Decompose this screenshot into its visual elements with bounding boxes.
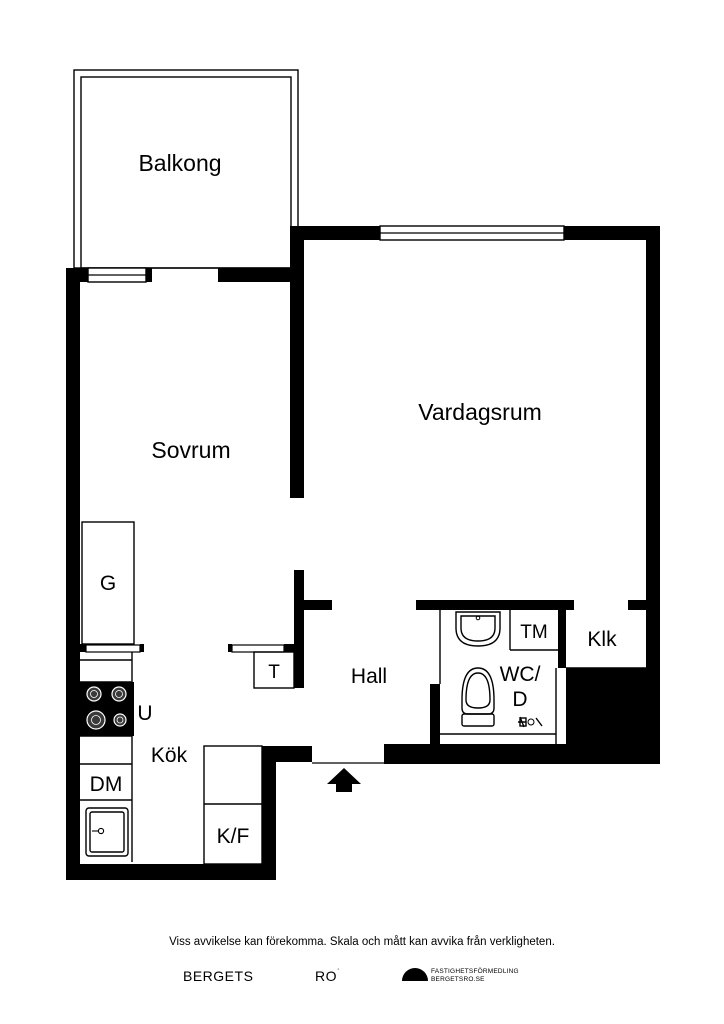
kitchen-counters	[80, 652, 263, 865]
label-closet: Klk	[587, 628, 617, 651]
half-circle-logo-icon	[402, 968, 428, 981]
logo-text-line2: BERGETSRO.SE	[431, 976, 485, 983]
label-wc-line2: D	[512, 688, 527, 711]
wardrobe-box	[81, 521, 135, 645]
label-dishwasher: DM	[90, 773, 123, 796]
label-wardrobe: G	[100, 572, 116, 595]
brand-right-main: RO	[315, 968, 337, 984]
label-wc-line1: WC/	[500, 663, 541, 686]
balcony-outline	[73, 69, 299, 269]
windows	[85, 225, 565, 653]
logo-text-line1: FASTIGHETSFÖRMEDLING	[431, 968, 519, 975]
outer-walls	[66, 226, 660, 880]
label-drying: T	[268, 662, 280, 683]
stove	[80, 682, 134, 736]
disclaimer-text: Viss avvikelse kan förekomma. Skala och …	[169, 936, 555, 948]
label-stove: U	[137, 702, 152, 725]
label-bedroom: Sovrum	[151, 437, 230, 463]
interior-walls	[80, 570, 646, 754]
label-hall: Hall	[351, 665, 387, 688]
drying-cabinet-box	[253, 651, 295, 689]
brand-left-text: BERGETS	[183, 968, 254, 984]
label-washer: TM	[520, 622, 547, 643]
kitchen-sink-icon	[85, 807, 129, 857]
bathroom-fixtures	[439, 610, 558, 744]
label-fridge-freezer: K/F	[217, 825, 250, 848]
label-living-room: Vardagsrum	[418, 399, 542, 425]
brand-right-text: RO˙	[315, 968, 341, 984]
label-kitchen: Kök	[151, 744, 188, 767]
label-balcony: Balkong	[138, 150, 221, 176]
brand-right-mark: ˙	[337, 968, 341, 979]
entrance-arrow-icon	[327, 768, 361, 792]
